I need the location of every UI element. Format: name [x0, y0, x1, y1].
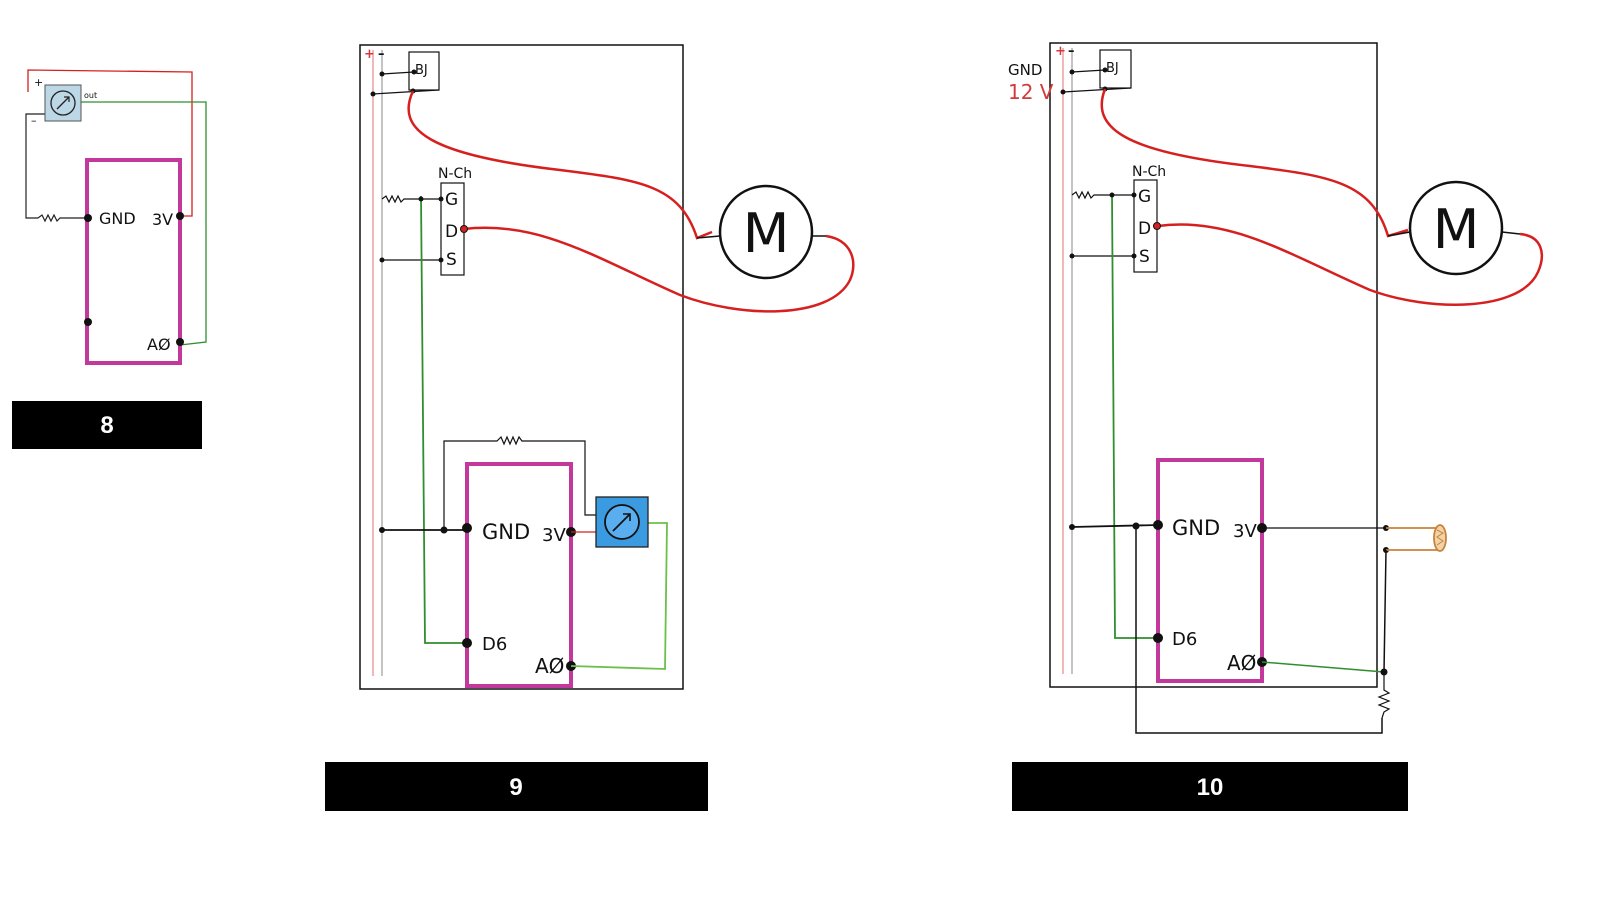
- mosfet-drain-label: D: [445, 222, 458, 242]
- board-d6-label: D6: [1172, 629, 1197, 650]
- red-wire-drain-motor: [1157, 223, 1543, 306]
- mosfet-label: N-Ch: [1132, 164, 1166, 180]
- caption-bar: [1012, 762, 1408, 811]
- pin-gnd: [84, 214, 92, 222]
- breadboard: [359, 44, 684, 690]
- green-wire: [80, 101, 207, 346]
- board-a0-label: AØ: [535, 654, 564, 678]
- caption-bar: [12, 401, 202, 449]
- mosfet-source-label: S: [446, 250, 457, 270]
- pulldown-resistor: [1377, 672, 1391, 719]
- board: [465, 462, 573, 688]
- pin-d6: [462, 638, 472, 648]
- caption-label: 8: [100, 412, 113, 439]
- panel-9: + – BJ M N-Ch G D S: [325, 44, 855, 811]
- board-3v-label: 3V: [542, 525, 566, 546]
- barrel-jack: [1099, 49, 1132, 89]
- board-gnd-label: GND: [482, 520, 530, 544]
- red-wire: [27, 69, 193, 217]
- gate-resistor: [381, 194, 441, 204]
- ground-wire: [25, 113, 45, 219]
- pot-minus-label: –: [31, 114, 37, 127]
- rail-plus-label: +: [364, 47, 375, 62]
- panel-8: + – out GND 3V AØ 8: [12, 69, 207, 449]
- board-gnd-label: GND: [1172, 516, 1220, 540]
- pin-d6: [1153, 633, 1163, 643]
- green-wire-a0: [1261, 661, 1385, 673]
- board: [85, 158, 182, 365]
- mosfet-label: N-Ch: [438, 166, 472, 182]
- pin-gnd: [1153, 520, 1163, 530]
- resistor: [37, 213, 88, 223]
- barrel-jack: [408, 51, 440, 91]
- red-wire-jack-motor: [1100, 88, 1409, 238]
- gate-resistor: [1071, 190, 1134, 200]
- red-wire-drain-motor: [463, 226, 855, 313]
- supply-12v-label: 12 V: [1008, 80, 1054, 104]
- supply-gnd-label: GND: [1008, 61, 1042, 79]
- barrel-jack-label: BJ: [415, 63, 428, 78]
- board-a0-label: AØ: [1227, 651, 1256, 675]
- barrel-jack-label: BJ: [1106, 61, 1119, 76]
- pot-plus-label: +: [34, 76, 43, 89]
- rail-minus-label: –: [1068, 44, 1075, 59]
- board-gnd-label: GND: [99, 209, 136, 228]
- board-3v-label: 3V: [1233, 521, 1257, 542]
- potentiometer: [595, 496, 649, 548]
- panel-10: + – GND 12 V BJ M N-Ch G D S: [1008, 42, 1543, 811]
- motor: [718, 184, 814, 280]
- board: [1156, 458, 1264, 683]
- board-d6-label: D6: [482, 634, 507, 655]
- ground-loop: [1135, 526, 1383, 734]
- motor-label: M: [1433, 198, 1480, 261]
- sensor-wire: [1383, 549, 1387, 673]
- ground-wire-board: [1071, 524, 1159, 528]
- motor: [1408, 180, 1504, 276]
- board-3v-label: 3V: [152, 210, 173, 229]
- breadboard: [1049, 42, 1378, 688]
- caption-bar: [325, 762, 708, 811]
- mosfet-drain-label: D: [1138, 219, 1151, 239]
- pin-gnd: [462, 523, 472, 533]
- caption-label: 10: [1197, 774, 1224, 801]
- rail-plus-label: +: [1055, 44, 1066, 59]
- pin-3v: [176, 212, 184, 220]
- rail-minus-label: –: [378, 47, 385, 62]
- red-wire-jack-motor: [407, 90, 713, 240]
- board-a0-label: AØ: [147, 335, 171, 354]
- mosfet-source-label: S: [1139, 247, 1150, 267]
- potentiometer: [44, 84, 82, 122]
- caption-label: 9: [509, 774, 522, 801]
- mosfet-gate-label: G: [445, 190, 458, 210]
- pin-a0: [176, 338, 184, 346]
- motor-label: M: [743, 202, 790, 265]
- resistor-loop: [443, 435, 596, 530]
- mosfet-gate-label: G: [1138, 187, 1151, 207]
- pot-out-label: out: [84, 91, 97, 100]
- green-wire-pot-a0: [570, 522, 668, 670]
- pin-extra: [84, 318, 92, 326]
- photoresistor: [1386, 524, 1447, 552]
